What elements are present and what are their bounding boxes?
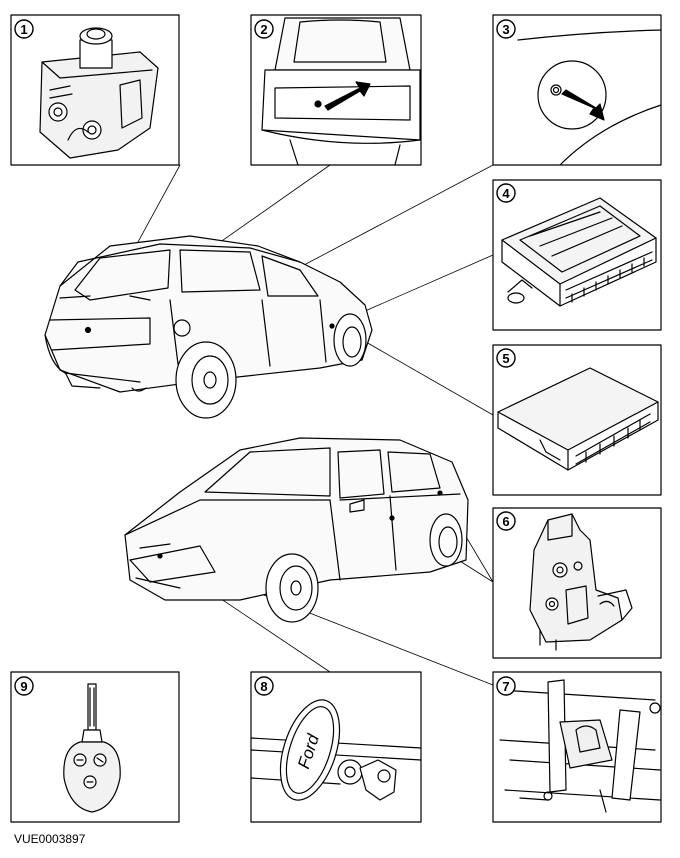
callout-number: 1 xyxy=(20,22,27,37)
callout-1: 1 xyxy=(14,19,34,39)
remote-key-transmitter-icon xyxy=(63,683,121,813)
figure-reference-code: VUE0003897 xyxy=(14,832,86,846)
callout-5: 5 xyxy=(496,348,516,368)
panel-1 xyxy=(10,14,180,166)
car-rear-view-icon xyxy=(44,235,373,419)
car-front-view-icon xyxy=(124,437,469,623)
callout-number: 6 xyxy=(502,514,509,529)
callout-number: 8 xyxy=(260,679,267,694)
callout-number: 9 xyxy=(20,679,27,694)
callout-8: 8 xyxy=(254,676,274,696)
callout-6: 6 xyxy=(496,511,516,531)
callout-number: 5 xyxy=(502,351,509,366)
control-module-icon xyxy=(497,367,659,471)
fuel-filler-door-icon xyxy=(517,29,662,166)
callout-3: 3 xyxy=(496,19,516,39)
panel-9 xyxy=(10,671,180,823)
callout-4: 4 xyxy=(496,183,516,203)
callout-2: 2 xyxy=(254,19,274,39)
callout-number: 7 xyxy=(502,679,509,694)
panel-2 xyxy=(250,14,422,166)
callout-number: 2 xyxy=(260,22,267,37)
panel-7 xyxy=(492,671,662,823)
bonnet-lock-key-cylinder-icon: Ford xyxy=(250,699,422,801)
callout-7: 7 xyxy=(496,676,516,696)
door-lock-motor-icon xyxy=(529,513,633,651)
callout-9: 9 xyxy=(14,676,34,696)
panel-8: Ford xyxy=(250,671,422,823)
tailgate-lock-actuator-icon xyxy=(39,27,159,159)
panel-3 xyxy=(492,14,662,166)
tailgate-release-switch-icon xyxy=(261,17,421,166)
callout-number: 4 xyxy=(502,186,510,201)
panel-6 xyxy=(492,507,662,659)
panel-5 xyxy=(492,344,662,496)
bonnet-lock-icon xyxy=(499,679,661,813)
control-module-icon xyxy=(501,197,657,307)
panel-4 xyxy=(492,179,662,331)
callout-number: 3 xyxy=(502,22,509,37)
callout-markers: 1 2 3 4 5 6 7 8 xyxy=(14,19,516,696)
